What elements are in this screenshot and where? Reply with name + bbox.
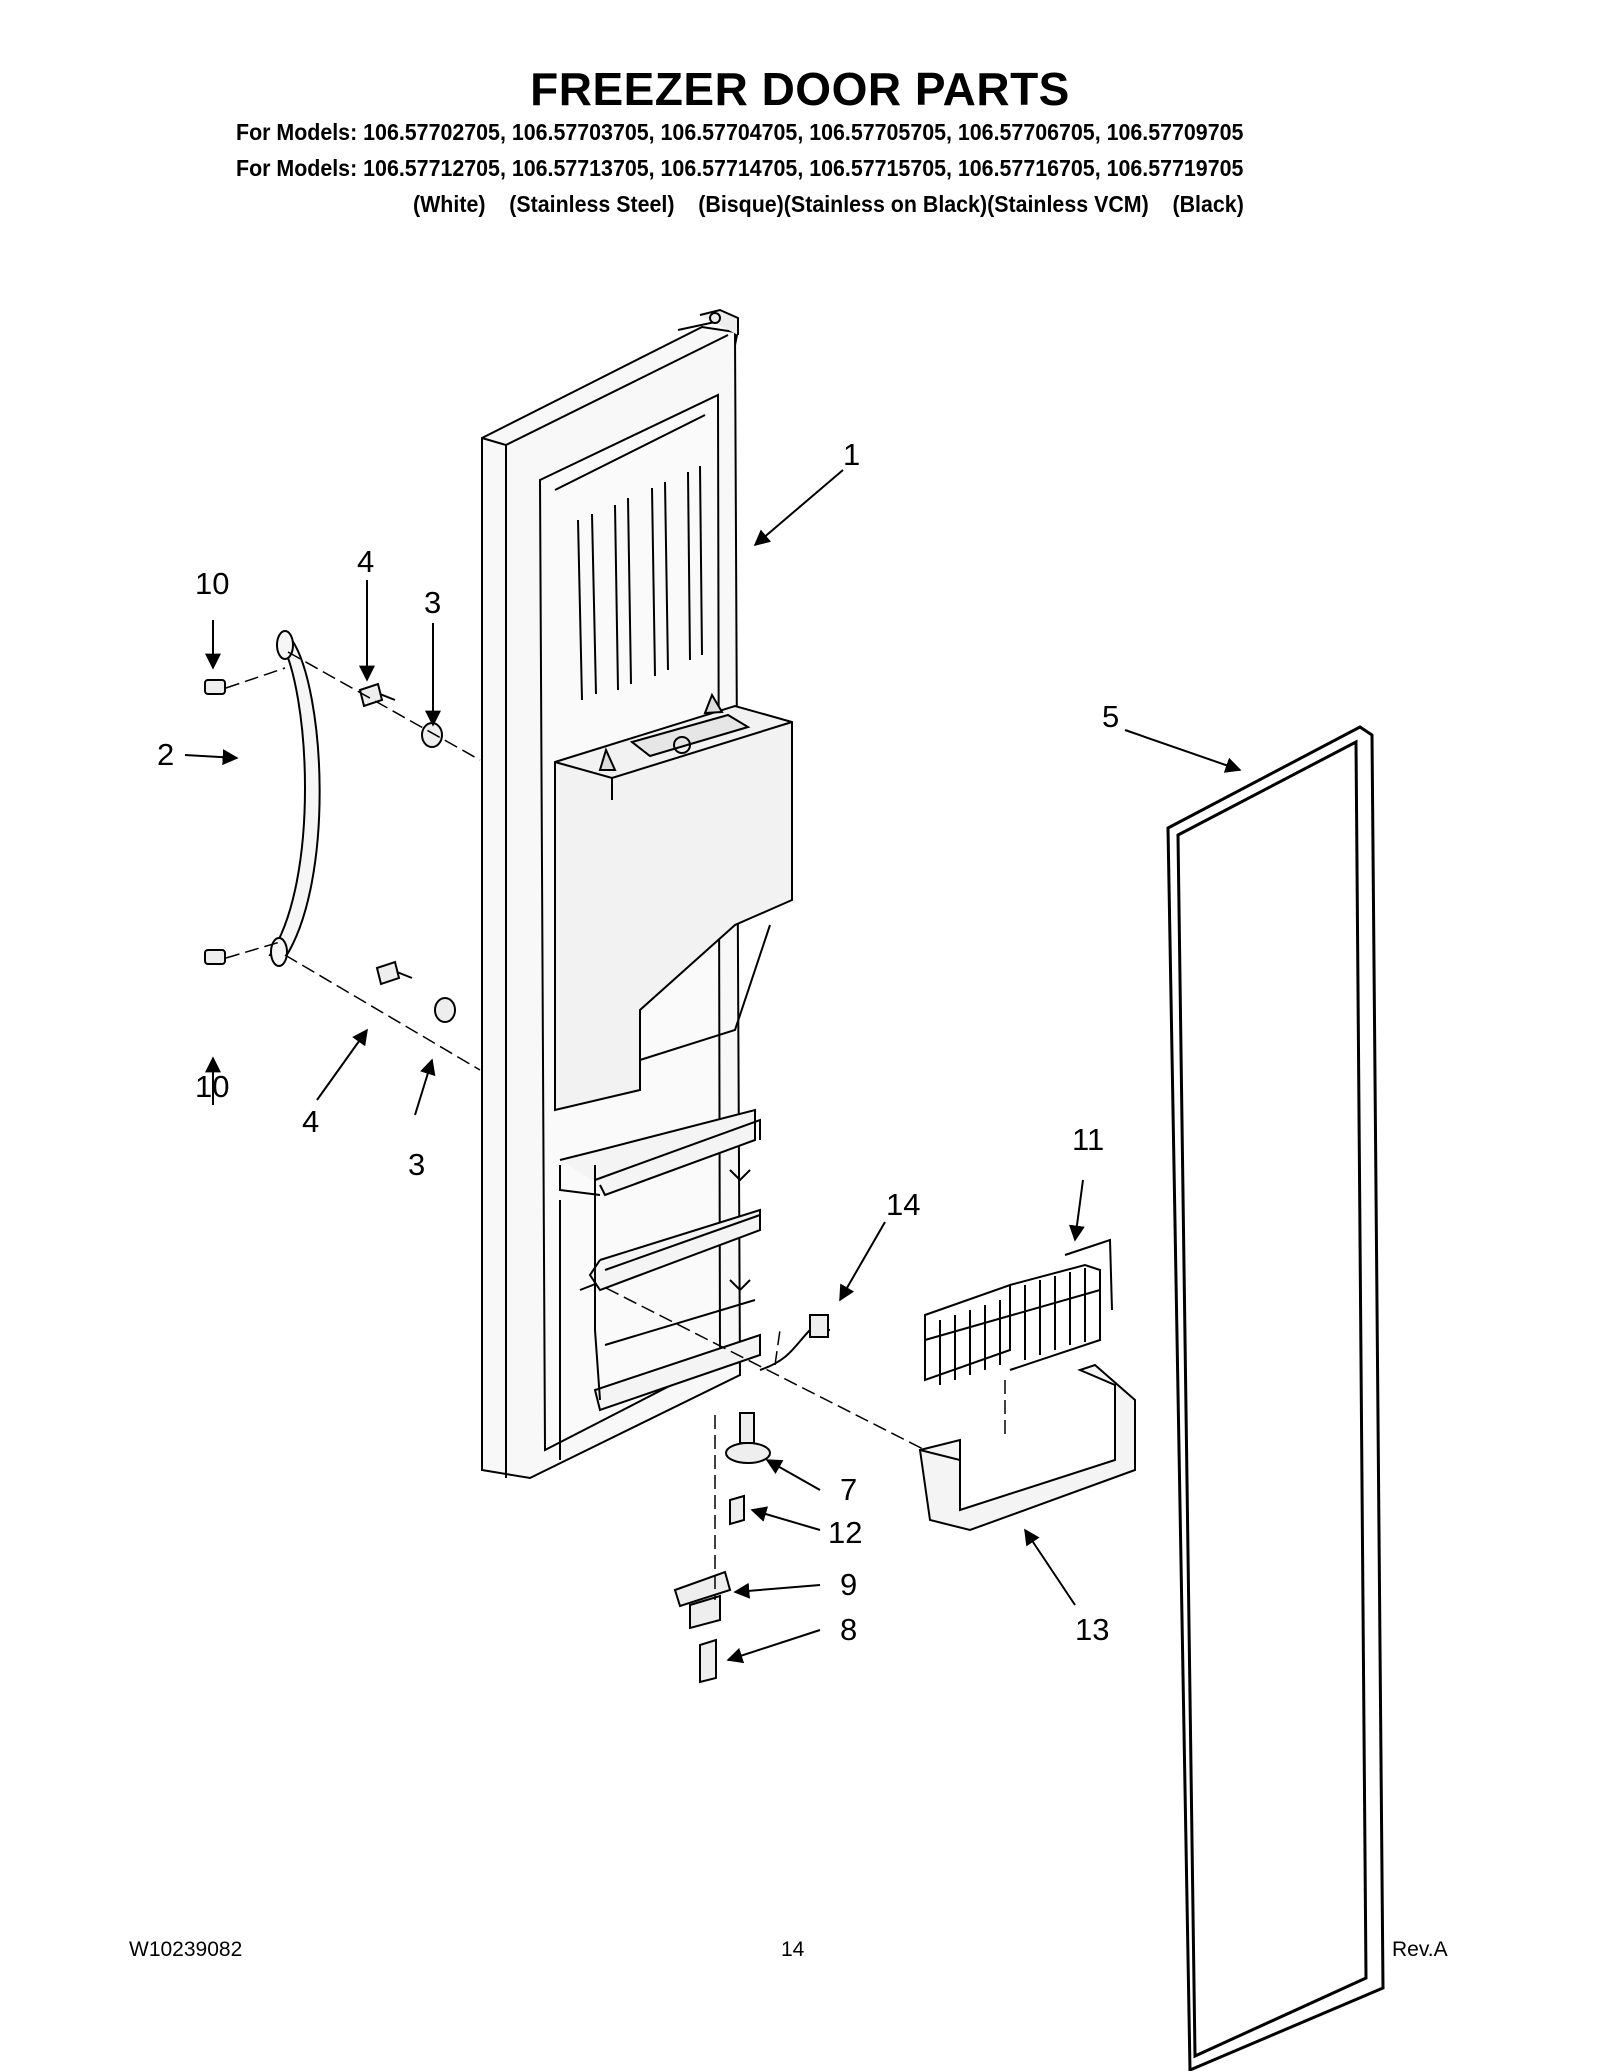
models-line-2: For Models: 106.57712705, 106.57713705, … <box>236 155 1244 181</box>
revision-label: Rev.A <box>1392 1938 1448 1961</box>
callout-13: 13 <box>1075 1612 1109 1647</box>
callout-14: 14 <box>886 1187 920 1222</box>
callout-3-top: 3 <box>424 585 441 620</box>
callout-11: 11 <box>1072 1122 1104 1157</box>
callout-8: 8 <box>840 1612 857 1647</box>
page-title: FREEZER DOOR PARTS <box>530 63 1070 115</box>
callout-1: 1 <box>843 437 860 472</box>
page-number: 14 <box>781 1938 805 1961</box>
callout-2: 2 <box>157 737 174 772</box>
wire-harness-part <box>759 1314 830 1371</box>
callout-4-bottom: 4 <box>302 1104 319 1139</box>
callout-10-bottom: 10 <box>195 1069 229 1104</box>
door-handle-part <box>268 630 321 967</box>
callout-12: 12 <box>828 1515 862 1550</box>
models-line-1: For Models: 106.57702705, 106.57703705, … <box>236 119 1244 145</box>
basket-bracket-part <box>918 1363 1136 1532</box>
freezer-door-part <box>481 308 793 1480</box>
callout-3-bottom: 3 <box>408 1147 425 1182</box>
callout-9: 9 <box>840 1567 857 1602</box>
fasteners <box>204 679 456 1023</box>
hinge-hardware <box>673 1412 771 1684</box>
callout-5: 5 <box>1102 699 1119 734</box>
wire-basket-part <box>924 1238 1113 1385</box>
callout-10-top: 10 <box>195 566 229 601</box>
color-variants: (White) (Stainless Steel) (Bisque)(Stain… <box>413 191 1244 217</box>
doc-number: W10239082 <box>129 1938 243 1961</box>
callout-4-top: 4 <box>357 544 374 579</box>
callout-7: 7 <box>840 1472 857 1507</box>
door-gasket-part <box>1166 725 1385 2071</box>
